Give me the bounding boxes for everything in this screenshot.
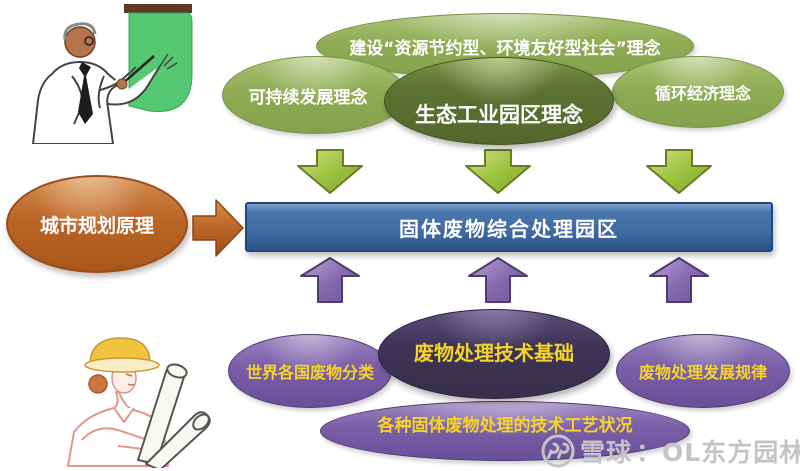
blueprint-rolls bbox=[137, 363, 211, 468]
sustainable-development-label: 可持续发展理念 bbox=[248, 87, 368, 108]
purple-up-arrow-left-icon bbox=[300, 257, 360, 303]
waste-development-law-label: 废物处理发展规律 bbox=[638, 363, 767, 382]
raised-hand bbox=[159, 53, 178, 70]
world-waste-classification-label: 世界各国废物分类 bbox=[245, 363, 374, 382]
presenter-head bbox=[64, 26, 96, 58]
green-down-arrow-right-icon bbox=[646, 149, 712, 194]
process-technology-banner-ellipse: 各种固体废物处理的技术工艺状况 bbox=[320, 401, 690, 461]
circular-economy-label: 循环经济理念 bbox=[654, 84, 751, 103]
watermark-brand: 雪球 bbox=[580, 438, 633, 467]
watermark: 雪球：OL东方园林 bbox=[540, 433, 800, 469]
sustainable-development-ellipse: 可持续发展理念 bbox=[222, 56, 408, 134]
urban-planning-ellipse: 城市规划原理 bbox=[6, 175, 188, 273]
hat-brim bbox=[84, 357, 160, 373]
solid-waste-park-bar: 固体废物综合处理园区 bbox=[245, 202, 773, 252]
urban-planning-label: 城市规划原理 bbox=[39, 214, 154, 237]
society-concept-label: 建设“资源节约型、环境友好型社会”理念 bbox=[349, 38, 661, 59]
purple-up-arrow-center-icon bbox=[468, 257, 528, 303]
green-down-arrow-center-icon bbox=[465, 149, 531, 194]
presenter-clipart bbox=[32, 4, 193, 144]
world-waste-classification-ellipse: 世界各国废物分类 bbox=[228, 334, 392, 408]
green-down-arrow-left-icon bbox=[297, 149, 363, 194]
waste-development-law-ellipse: 废物处理发展规律 bbox=[616, 334, 790, 408]
eco-industrial-park-ellipse: 生态工业园区理念 bbox=[384, 57, 614, 145]
presenter-body bbox=[32, 61, 161, 144]
hair-bun bbox=[88, 374, 108, 394]
purple-up-arrow-right-icon bbox=[649, 257, 709, 303]
face-lines bbox=[125, 373, 135, 386]
process-technology-label: 各种固体废物处理的技术工艺状况 bbox=[377, 415, 633, 436]
eco-industrial-park-label: 生态工业园区理念 bbox=[415, 103, 583, 127]
hand bbox=[116, 78, 128, 90]
waste-tech-foundation-ellipse: 废物处理技术基础 bbox=[378, 309, 610, 399]
solid-waste-park-label: 固体废物综合处理园区 bbox=[399, 216, 619, 241]
waste-tech-foundation-label: 废物处理技术基础 bbox=[414, 340, 574, 365]
pointer-stick bbox=[121, 55, 155, 85]
orange-right-arrow-icon bbox=[192, 199, 244, 257]
glasses-icon bbox=[84, 36, 94, 46]
engineer-clipart bbox=[67, 337, 211, 468]
tie bbox=[78, 62, 93, 124]
circular-economy-ellipse: 循环经济理念 bbox=[612, 56, 784, 128]
board-frame bbox=[124, 4, 192, 13]
xueqiu-logo-icon bbox=[541, 434, 575, 468]
watermark-account: ：OL东方园林 bbox=[636, 438, 800, 467]
hair bbox=[63, 22, 97, 41]
